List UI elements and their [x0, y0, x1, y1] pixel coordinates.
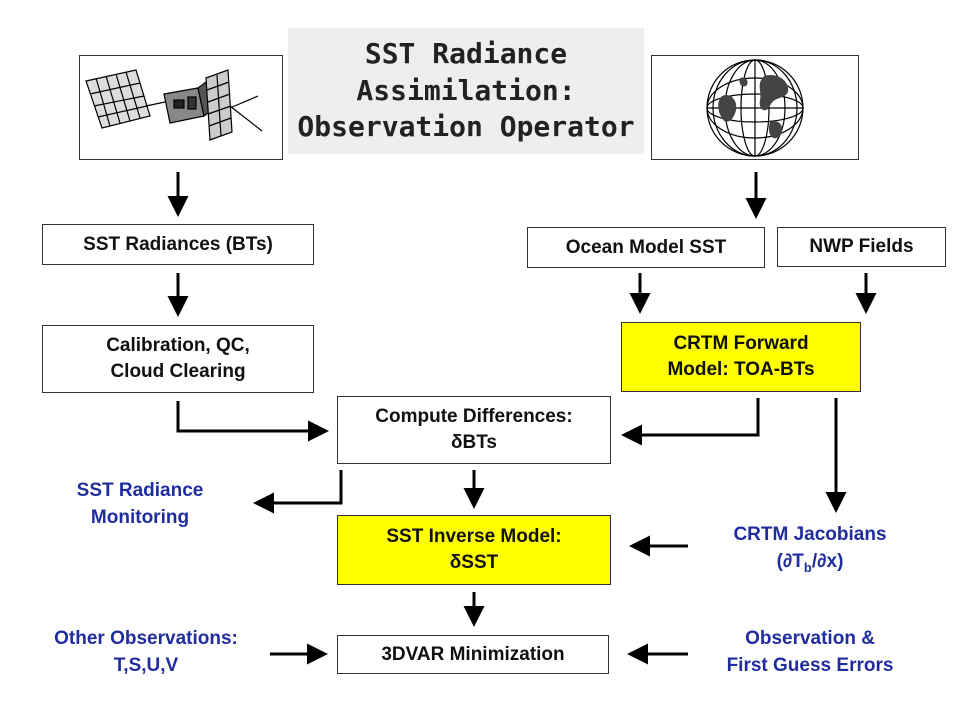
ocean-model-label: Ocean Model SST: [565, 236, 727, 258]
other-obs-line-2: T,S,U,V: [113, 654, 179, 676]
crtm-forward-line-1: CRTM Forward: [673, 333, 809, 355]
jacobians-open: (∂T: [776, 550, 804, 572]
calibration-box: Calibration, QC, Cloud Clearing: [42, 325, 314, 393]
crtm-forward-line-2: Model: TOA-BTs: [667, 359, 815, 380]
sst-radiance-monitoring-label: SST Radiance Monitoring: [30, 478, 250, 531]
monitoring-line-1: SST Radiance: [76, 480, 204, 501]
diagram-title: SST Radiance Assimilation: Observation O…: [288, 28, 644, 154]
compute-differences-line-1: Compute Differences:: [375, 406, 573, 428]
errors-line-2: First Guess Errors: [726, 654, 894, 676]
crtm-jacobians-label: CRTM Jacobians (∂Tb/∂x): [690, 522, 930, 577]
nwp-fields-box: NWP Fields: [777, 227, 946, 267]
sst-inverse-line-2: δSST: [449, 552, 499, 573]
errors-line-1: Observation &: [745, 628, 875, 649]
ocean-model-box: Ocean Model SST: [527, 227, 765, 268]
satellite-image: [79, 55, 283, 160]
other-obs-line-1: Other Observations:: [54, 628, 238, 649]
observation-errors-label: Observation & First Guess Errors: [690, 626, 930, 679]
nwp-fields-label: NWP Fields: [809, 236, 914, 258]
title-line-1: SST Radiance: [364, 37, 568, 71]
title-line-3: Observation Operator: [297, 110, 635, 144]
compute-differences-box: Compute Differences: δBTs: [337, 396, 611, 464]
calibration-line-2: Cloud Clearing: [110, 361, 246, 382]
globe-icon: [706, 59, 804, 157]
jacobians-subscript: b: [803, 559, 812, 575]
threedvar-box: 3DVAR Minimization: [337, 635, 609, 674]
crtm-forward-box: CRTM Forward Model: TOA-BTs: [621, 322, 861, 392]
jacobians-close: /∂x): [811, 550, 844, 572]
jacobians-line-2: (∂Tb/∂x): [690, 549, 930, 577]
arrow-crtm-to-differences: [621, 398, 760, 446]
compute-differences-line-2: δBTs: [450, 432, 497, 453]
monitoring-line-2: Monitoring: [90, 506, 190, 528]
sst-radiances-box: SST Radiances (BTs): [42, 224, 314, 265]
satellite-icon: [85, 69, 263, 141]
other-observations-label: Other Observations: T,S,U,V: [22, 626, 270, 679]
jacobians-line-1: CRTM Jacobians: [733, 524, 887, 545]
threedvar-label: 3DVAR Minimization: [381, 643, 565, 665]
globe-image: [651, 55, 859, 160]
arrow-calibration-to-differences: [176, 401, 329, 442]
sst-inverse-line-1: SST Inverse Model:: [386, 526, 562, 548]
calibration-line-1: Calibration, QC,: [106, 335, 250, 357]
sst-inverse-box: SST Inverse Model: δSST: [337, 515, 611, 585]
title-line-2: Assimilation:: [356, 73, 576, 107]
sst-radiances-label: SST Radiances (BTs): [83, 233, 273, 255]
arrow-differences-to-monitoring: [253, 470, 343, 514]
